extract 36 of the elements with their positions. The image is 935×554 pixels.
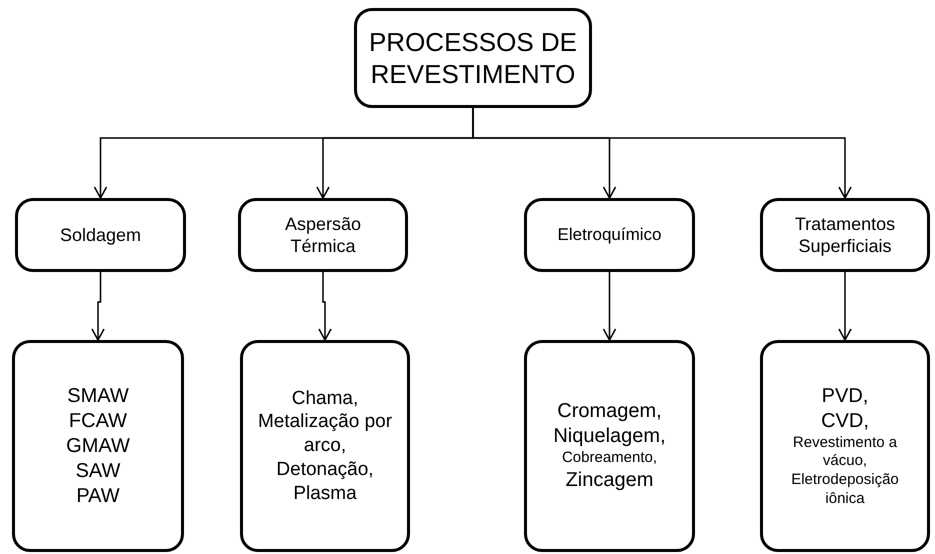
- root-box: [354, 8, 592, 108]
- arrow: [472, 108, 852, 199]
- node-text: Tratamentos Superficiais: [794, 212, 896, 258]
- category-box: [238, 198, 408, 272]
- node-text: Cobreamento,: [562, 449, 658, 468]
- node-text: Soldagem: [60, 224, 142, 246]
- node-text: Chama,: [292, 386, 358, 410]
- category-box: [760, 198, 930, 272]
- node-text: PROCESSOS DE REVESTIMENTO: [368, 26, 578, 90]
- node-text: Plasma: [293, 482, 357, 506]
- process-list-box: [760, 340, 930, 552]
- node-text: Eletrodeposição iônica: [790, 471, 900, 508]
- process-list-box: [524, 340, 695, 552]
- node-text: Metalização por arco,: [256, 410, 394, 458]
- node-text: GMAW: [66, 434, 130, 458]
- node-text: Eletroquímico: [558, 224, 662, 246]
- node-text: FCAW: [68, 408, 128, 434]
- arrow: [91, 272, 105, 341]
- node-text: CVD,: [821, 408, 869, 434]
- category-box: [15, 198, 186, 272]
- node-text: Detonação,: [276, 458, 374, 482]
- arrow: [318, 272, 332, 341]
- process-list-box: [240, 340, 410, 552]
- node-text: PVD,: [822, 384, 868, 408]
- arrow: [838, 272, 852, 341]
- node-text: Zincagem: [566, 468, 654, 493]
- process-list-box: [12, 340, 184, 552]
- category-box: [524, 198, 695, 272]
- node-text: Revestimento a vácuo,: [792, 434, 898, 471]
- node-text: SMAW: [67, 384, 129, 408]
- node-text: Cromagem,: [557, 399, 662, 424]
- node-text: Niquelagem,: [553, 424, 666, 450]
- node-text: PAW: [76, 484, 120, 508]
- node-text: SAW: [76, 458, 120, 484]
- node-text: Aspersão Térmica: [284, 212, 362, 258]
- arrow: [602, 272, 616, 341]
